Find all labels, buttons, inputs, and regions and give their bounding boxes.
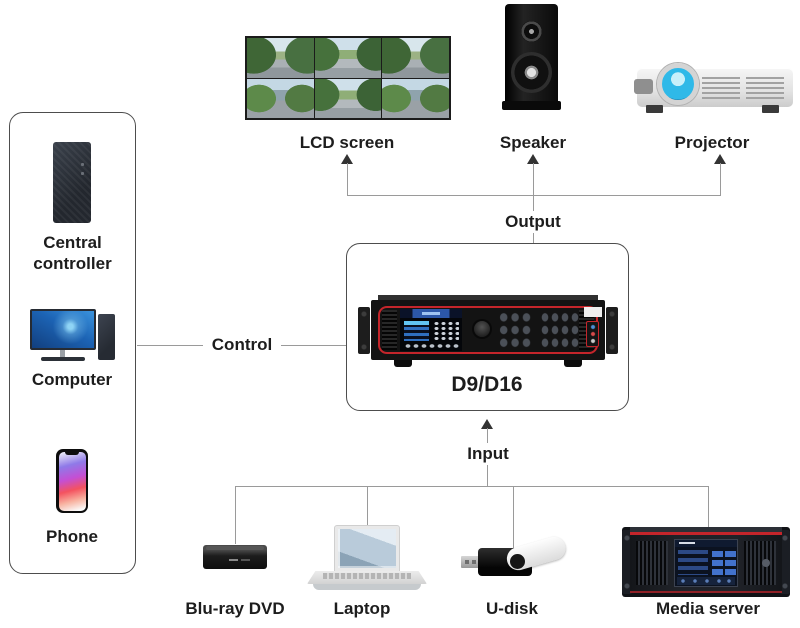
rack-ear	[606, 307, 618, 354]
output-label: Output	[493, 211, 573, 233]
input-line-bluray	[235, 486, 236, 544]
projector-foot	[762, 105, 779, 113]
server-red-trim-bottom	[630, 591, 782, 593]
rack-ear	[622, 530, 632, 594]
processor-screen-header	[400, 309, 462, 318]
tower-buttons	[81, 163, 84, 166]
output-line-speaker	[533, 163, 534, 195]
lcd-screen-label: LCD screen	[299, 133, 395, 152]
central-controller-icon	[53, 142, 91, 223]
laptop-keyboard	[307, 571, 427, 584]
laptop-label: Laptop	[333, 599, 391, 618]
output-line-projector	[720, 163, 721, 195]
media-server-label: Media server	[656, 599, 760, 618]
bluray-dvd-label: Blu-ray DVD	[185, 599, 285, 618]
speaker-icon	[502, 4, 561, 110]
processor-power-module	[586, 321, 599, 347]
usb-connector	[461, 556, 480, 568]
output-bus-line	[347, 195, 721, 196]
rack-ear	[780, 530, 790, 594]
lcd-screen-icon	[245, 36, 451, 120]
lcd-cell	[314, 78, 382, 118]
processor-keypad	[498, 311, 532, 349]
server-screen-header	[675, 540, 737, 547]
lcd-cell	[247, 78, 314, 118]
desktop-monitor-icon	[30, 309, 96, 350]
laptop-icon	[334, 525, 400, 572]
control-label: Control	[203, 334, 281, 356]
laptop-front-lip	[313, 584, 421, 590]
rack-ear	[358, 307, 370, 354]
processor-screen	[400, 309, 462, 351]
projector-lens	[657, 63, 699, 105]
output-line-lcd	[347, 163, 348, 195]
projector-knob	[634, 79, 653, 94]
processor-top-face	[378, 295, 598, 301]
processor-screen-display	[404, 321, 429, 341]
lcd-cell	[382, 78, 449, 118]
projector-vent	[702, 77, 740, 100]
arrow-up-icon	[481, 419, 493, 429]
server-vent	[636, 541, 668, 585]
processor-vent	[382, 310, 397, 350]
speaker-base	[502, 101, 561, 110]
processor-foot	[564, 360, 582, 367]
monitor-stand	[60, 350, 65, 358]
monitor-base	[41, 357, 85, 361]
input-line-mediaserver	[708, 486, 709, 528]
phone-label: Phone	[46, 527, 98, 546]
server-screen-toolbar	[677, 577, 735, 585]
server-red-trim	[630, 532, 782, 535]
lcd-cell	[314, 38, 382, 78]
speaker-label: Speaker	[499, 133, 567, 152]
media-server-icon	[622, 527, 790, 597]
projector-foot	[646, 105, 663, 113]
server-screen-rows	[678, 550, 708, 575]
arrow-up-icon	[341, 154, 353, 164]
central-controller-label: Central controller	[33, 233, 112, 273]
server-touchscreen	[674, 539, 738, 587]
processor-foot	[394, 360, 412, 367]
server-vent	[744, 541, 776, 585]
server-top-face	[630, 527, 782, 532]
udisk-label: U-disk	[486, 599, 538, 618]
processor-screen-keyrow	[404, 343, 459, 349]
processor-screen-keys	[433, 321, 459, 341]
lcd-cell	[247, 38, 314, 78]
bluray-dvd-icon	[203, 545, 267, 569]
processor-knob	[474, 321, 490, 337]
input-line-udisk	[513, 486, 514, 550]
server-knob	[762, 559, 770, 567]
server-screen-buttons	[712, 550, 736, 575]
lcd-cell	[382, 38, 449, 78]
usb-pivot	[510, 554, 525, 569]
arrow-up-icon	[527, 154, 539, 164]
speaker-tweeter	[521, 21, 542, 42]
input-label: Input	[453, 443, 523, 465]
input-line-laptop	[367, 486, 368, 528]
input-bus-line	[235, 486, 709, 487]
processor-sticker	[584, 307, 602, 317]
phone-icon	[56, 449, 88, 513]
projector-label: Projector	[674, 133, 750, 152]
video-processor-icon	[358, 294, 618, 372]
computer-label: Computer	[31, 370, 113, 389]
desktop-tower-icon	[98, 314, 115, 360]
arrow-up-icon	[714, 154, 726, 164]
processor-label: D9/D16	[451, 373, 523, 396]
speaker-woofer	[511, 52, 552, 93]
processor-keypad	[540, 311, 580, 349]
projector-vent	[746, 77, 784, 100]
